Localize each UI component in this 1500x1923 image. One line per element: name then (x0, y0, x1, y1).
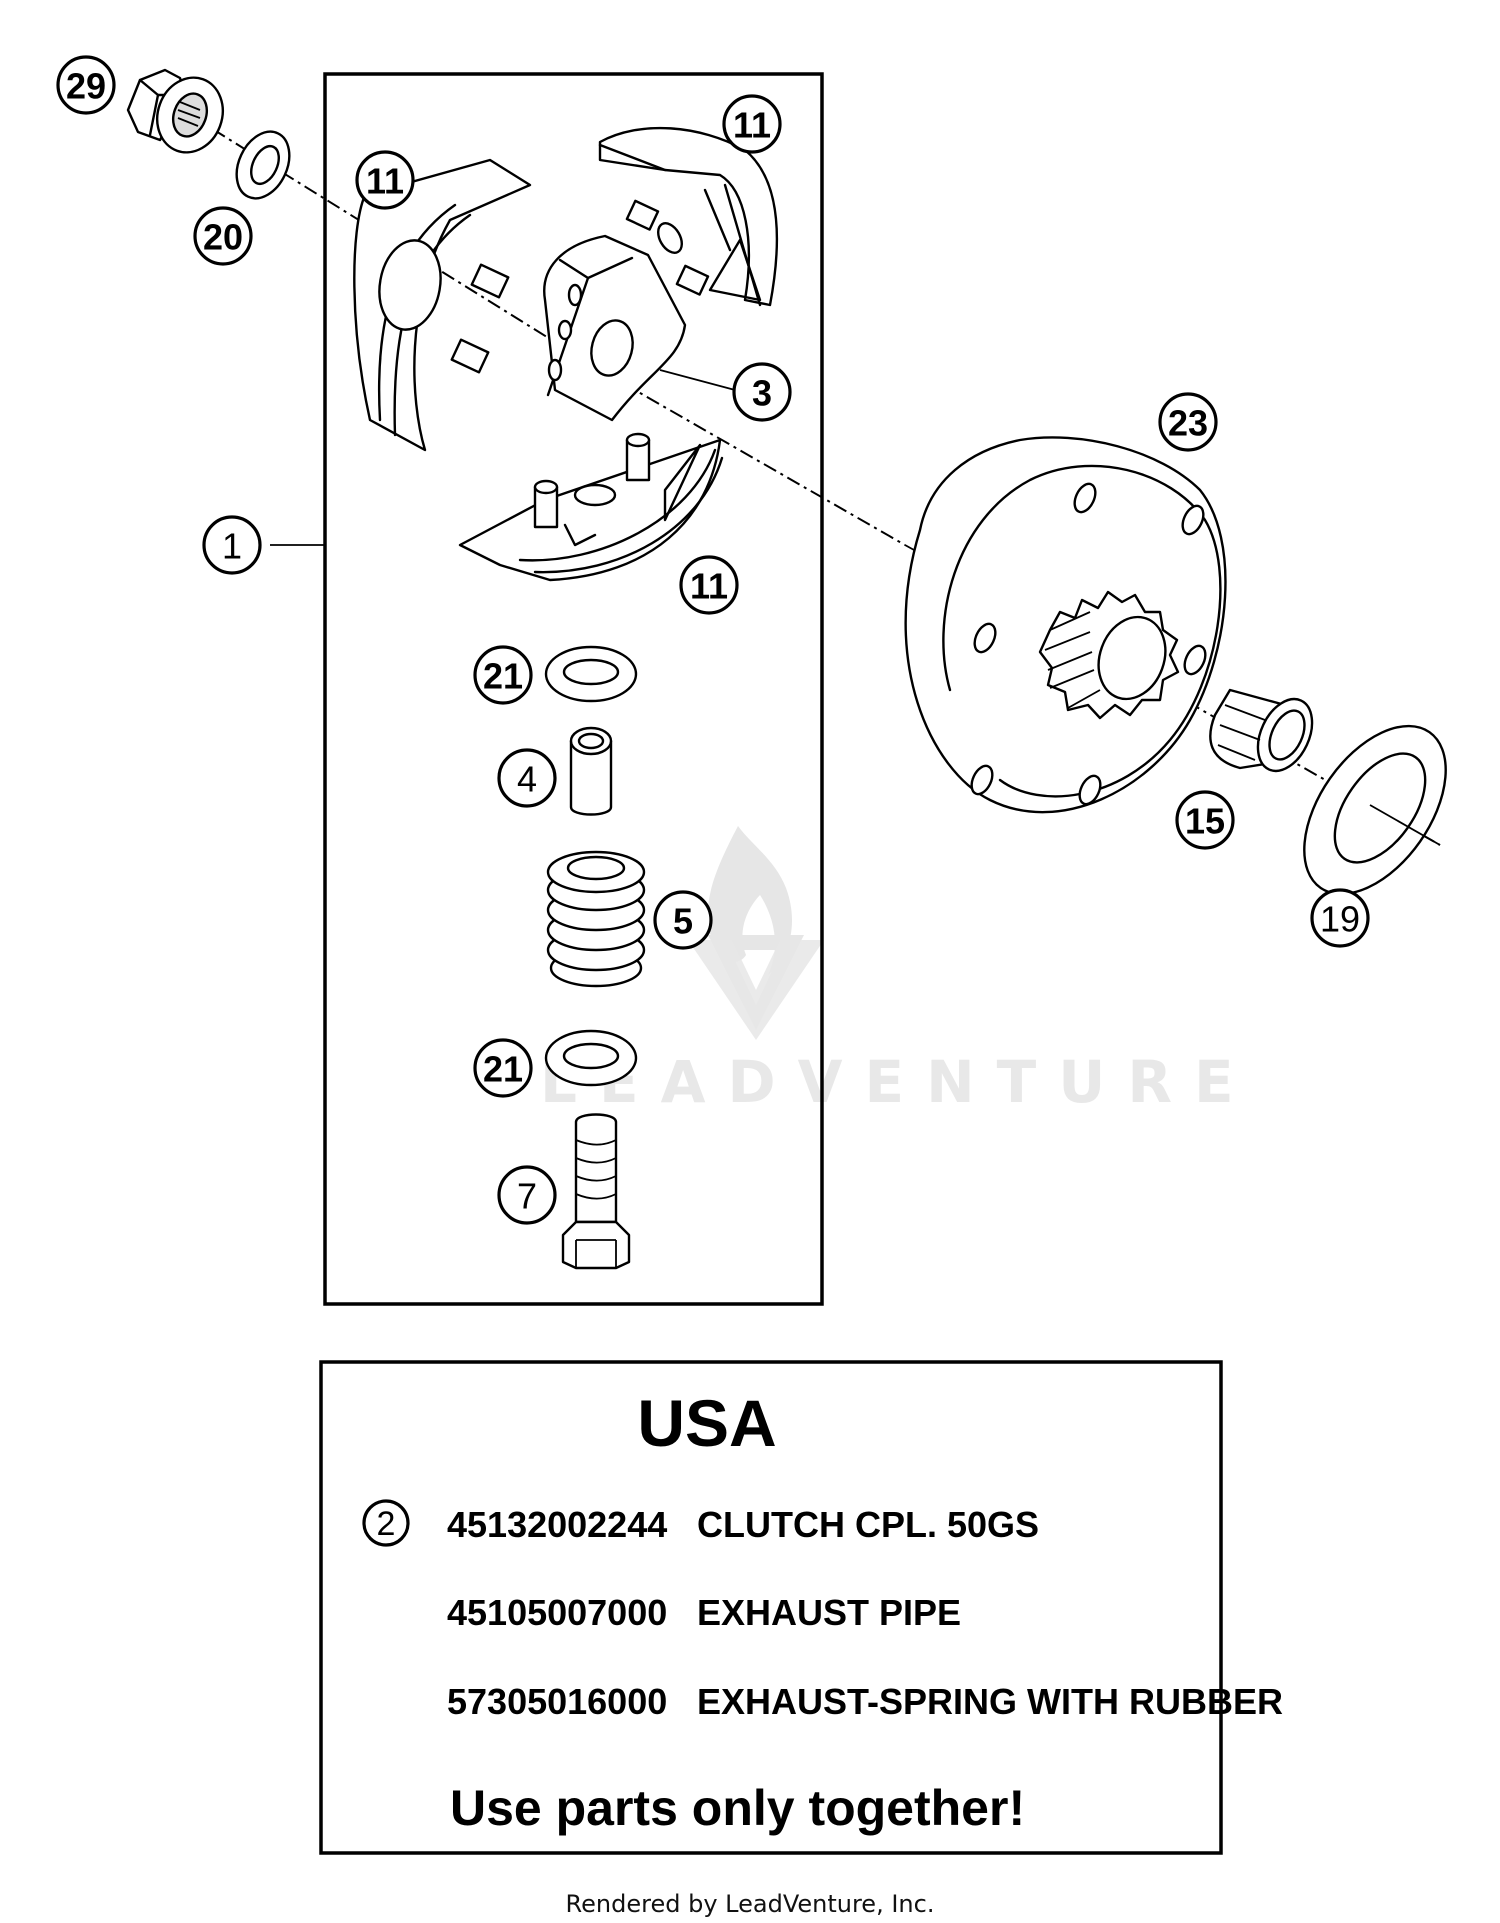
callouts: 29 20 11 11 11 3 1 23 (56, 55, 1370, 1225)
part-description: EXHAUST-SPRING WITH RUBBER (697, 1681, 1283, 1722)
callout-20[interactable]: 20 (193, 206, 253, 266)
part-description: EXHAUST PIPE (697, 1592, 961, 1633)
warning-text: Use parts only together! (450, 1780, 1025, 1836)
needle-bearing-part[interactable] (1209, 688, 1322, 780)
leader-line (659, 369, 736, 391)
note-title: USA (637, 1386, 776, 1460)
svg-text:21: 21 (483, 656, 523, 697)
svg-text:4: 4 (517, 759, 537, 800)
note-row: 45132002244 CLUTCH CPL. 50GS (447, 1504, 1039, 1545)
washer-21-top-part[interactable] (544, 645, 638, 703)
note-box: USA 2 45132002244 CLUTCH CPL. 50GS 45105… (319, 1360, 1283, 1855)
callout-4[interactable]: 4 (497, 748, 557, 808)
note-box-frame (319, 1360, 1223, 1855)
svg-text:23: 23 (1168, 403, 1208, 444)
callout-19[interactable]: 19 (1310, 888, 1370, 948)
flame-v-logo-icon (688, 826, 824, 1040)
part-number: 45132002244 (447, 1504, 667, 1545)
callout-11-bottom[interactable]: 11 (679, 555, 739, 615)
callout-1[interactable]: 1 (202, 515, 262, 575)
clutch-shoe-top-part[interactable] (598, 126, 779, 307)
clutch-drum-part[interactable] (904, 436, 1227, 814)
svg-text:2: 2 (377, 1505, 396, 1543)
callout-11-top[interactable]: 11 (722, 94, 782, 154)
svg-text:11: 11 (733, 105, 771, 146)
callout-5[interactable]: 5 (653, 890, 713, 950)
watermark: LEADVENTURE (540, 826, 1256, 1116)
note-row: 45105007000 EXHAUST PIPE (447, 1592, 961, 1633)
svg-text:11: 11 (690, 566, 728, 607)
clutch-shoe-left-part[interactable] (353, 158, 532, 452)
svg-text:11: 11 (366, 161, 404, 202)
assembly-frame (323, 72, 824, 1306)
part-description: CLUTCH CPL. 50GS (697, 1504, 1039, 1545)
callout-21-bottom[interactable]: 21 (473, 1038, 533, 1098)
svg-text:21: 21 (483, 1049, 523, 1090)
spring-part[interactable] (546, 850, 646, 988)
footer-credit: Rendered by LeadVenture, Inc. (566, 1890, 935, 1918)
flange-nut-part[interactable] (126, 68, 233, 161)
sleeve-part[interactable] (569, 726, 613, 816)
bolt-part[interactable] (561, 1113, 631, 1270)
callout-15[interactable]: 15 (1175, 790, 1235, 850)
callout-11-left[interactable]: 11 (355, 150, 415, 210)
part-number: 57305016000 (447, 1681, 667, 1722)
callout-29[interactable]: 29 (56, 55, 116, 115)
washer-21-bottom-part[interactable] (544, 1029, 638, 1087)
svg-text:20: 20 (203, 217, 243, 258)
svg-text:7: 7 (517, 1176, 537, 1217)
svg-text:5: 5 (673, 901, 693, 942)
watermark-text: LEADVENTURE (540, 1048, 1256, 1116)
callout-21-top[interactable]: 21 (473, 645, 533, 705)
callout-3[interactable]: 3 (732, 362, 792, 422)
svg-text:15: 15 (1185, 801, 1225, 842)
washer-20-part[interactable] (226, 123, 299, 207)
part-number: 45105007000 (447, 1592, 667, 1633)
callout-23[interactable]: 23 (1158, 392, 1218, 452)
callout-7[interactable]: 7 (497, 1165, 557, 1225)
svg-text:3: 3 (752, 373, 772, 414)
svg-text:1: 1 (222, 526, 242, 567)
clutch-carrier-part[interactable] (543, 234, 687, 422)
svg-text:29: 29 (66, 66, 106, 107)
callout-2[interactable]: 2 (362, 1499, 410, 1547)
thrust-washer-part[interactable] (1275, 701, 1474, 920)
svg-text:19: 19 (1320, 899, 1360, 940)
note-row: 57305016000 EXHAUST-SPRING WITH RUBBER (447, 1681, 1283, 1722)
axis-line (599, 369, 906, 546)
clutch-shoe-bottom-part[interactable] (458, 432, 724, 582)
